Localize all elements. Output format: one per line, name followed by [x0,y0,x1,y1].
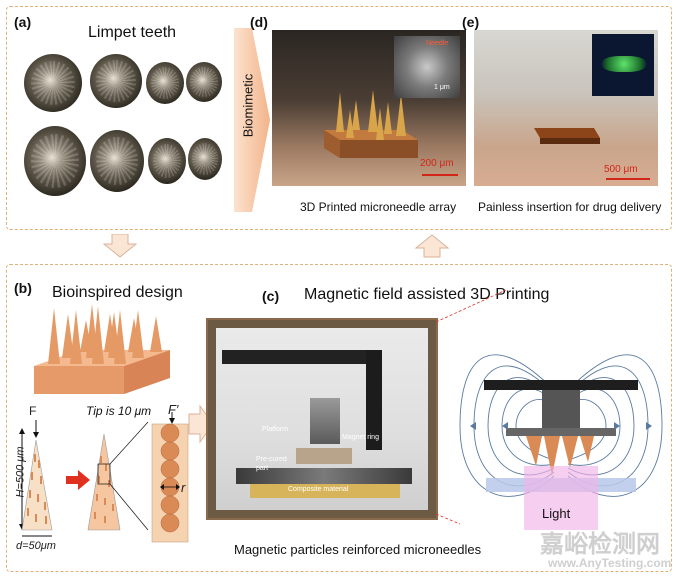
force-F-label: F [29,404,37,418]
limpet-tooth [146,62,184,104]
height-label: H=500 μm [14,446,27,498]
magnet-ring-block [296,448,352,464]
needle-schematic [19,412,189,543]
limpet-tooth [186,62,222,102]
limpet-tooth [24,126,86,196]
limpet-tooth [90,130,144,192]
biomimetic-label: Biomimetic [240,73,256,138]
limpet-tooth [188,138,222,180]
limpet-teeth-photo [20,46,226,214]
platform-stage [310,398,340,444]
inserted-patch-drawing [534,128,600,144]
insertion-photo: 500 μm [474,30,658,186]
base-plate [236,468,412,484]
bioinspired-needle-block [28,300,176,400]
panel-d-label: (d) [250,14,268,30]
panel-e-label: (e) [462,14,480,30]
magnetic-field-schematic [459,354,663,530]
sem-inset: Needle 1 μm [394,36,460,98]
panel-c-label: (c) [262,288,280,304]
microneedle-array-drawing [324,90,418,158]
microneedle-array-photo: Needle 1 μm 200 μm [272,30,466,186]
light-label: Light [542,506,571,521]
precured-label-1: Pre-cured [256,456,287,463]
precured-label-2: part [256,465,269,472]
panel-e-scale-bar [606,178,650,180]
panel-c-caption: Magnetic particles reinforced microneedl… [234,542,482,557]
panel-e-caption: Painless insertion for drug delivery [478,200,662,214]
biomimetic-arrow: Biomimetic [232,22,272,218]
panel-d-scale-bar [422,174,458,176]
inset-needle-label: Needle [426,40,449,47]
limpet-tooth [148,138,186,184]
printer-setup-photo: Platform Pre-cured part Magnet ring Comp… [206,318,438,520]
panel-b-title: Bioinspired design [52,284,183,301]
panel-d-scale-text: 200 μm [420,158,454,169]
setup-inner: Platform Pre-cured part Magnet ring Comp… [216,328,428,510]
bottom-panel-frame [6,264,672,572]
watermark-cn: 嘉峪检测网 [540,531,660,558]
composite-label: Composite material [288,486,349,493]
limpet-tooth [90,54,142,108]
panel-b-label: (b) [14,280,32,296]
panel-a-label: (a) [14,14,32,30]
panel-c-title: Magnetic field assisted 3D Printing [304,286,550,303]
tip-text: Tip is 10 μm [86,404,152,418]
composite-vat [250,484,400,498]
panel-a-title: Limpet teeth [88,24,177,41]
platform-arm [222,350,382,364]
down-arrow [102,233,138,258]
r-label: r [181,480,186,495]
up-arrow [414,234,450,258]
panel-e-scale-text: 500 μm [604,164,638,175]
platform-column [366,350,382,450]
magnet-ring-label: Magnet ring [342,434,379,441]
panel-d-caption: 3D Printed microneedle array [300,200,457,214]
diameter-label: d=50μm [16,540,56,552]
top-panel-frame [6,6,672,230]
platform-label: Platform [262,426,289,433]
force-F-prime-label: F′ [168,402,179,417]
limpet-tooth [24,54,82,112]
fluorescence-inset [592,34,654,96]
inset-scale: 1 μm [434,84,450,91]
watermark-en: www.AnyTesting.com [548,556,672,570]
